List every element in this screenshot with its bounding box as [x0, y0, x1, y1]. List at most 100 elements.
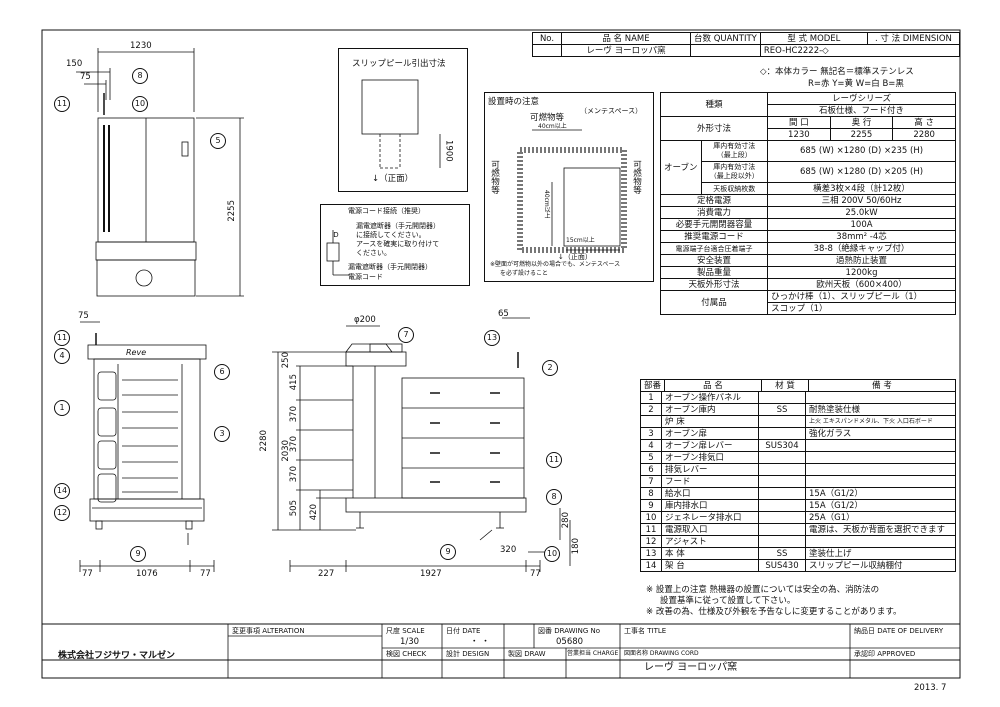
- parts-cell-name: 架 台: [661, 559, 759, 572]
- parts-cell-mat: SUS430: [758, 559, 806, 572]
- callout-8: 8: [132, 68, 148, 84]
- spec-row-label: 電源端子台適合圧着端子: [659, 242, 769, 255]
- check-label: 検図 CHECK: [386, 650, 427, 658]
- parts-header-note: 備 考: [808, 379, 956, 392]
- plate-count-value: 横差3枚×4段（計12枚）: [767, 182, 956, 195]
- spec-table: 種類 レーヴシリーズ 石板仕様、フード付き 外形寸法 間 口 奥 行 高 さ 1…: [659, 92, 956, 315]
- eff-other-value: 685 (W) ×1280 (D) ×205 (H): [767, 161, 956, 183]
- parts-cell-note: [805, 451, 956, 464]
- spec-type-value2: 石板仕様、フード付き: [767, 104, 956, 117]
- slip-peel-title: スリップピール引出寸法: [352, 59, 446, 69]
- qty-label: 台数 QUANTITY: [690, 32, 761, 45]
- accessory-value2: スコップ（1）: [767, 302, 956, 315]
- cord-text3: アースを確実に取り付けて: [356, 240, 440, 248]
- eff-top-value: 685 (W) ×1280 (D) ×235 (H): [767, 140, 956, 162]
- cord-text1: 漏電遮断器（手元開閉器）: [356, 222, 440, 230]
- parts-cell-note: [805, 475, 956, 488]
- parts-cell-no: 2: [640, 403, 662, 416]
- delivery-label: 納品日 DATE OF DELIVERY: [854, 627, 944, 635]
- parts-cell-name: オーブン庫内: [661, 403, 759, 416]
- callout-11: 11: [54, 96, 70, 112]
- draw-label: 製図 DRAW: [508, 650, 546, 658]
- parts-cell-no: 8: [640, 487, 662, 500]
- parts-cell-note: 耐熱塗装仕様: [805, 403, 956, 416]
- dim-d227: 227: [318, 569, 335, 579]
- cord-text2: に接続してください。: [356, 231, 426, 239]
- dim-h505: 505: [289, 500, 299, 517]
- callout-4: 4: [54, 348, 70, 364]
- dim-header-h: 高 さ: [892, 116, 956, 129]
- spec-row-value: 25.0kW: [767, 206, 956, 219]
- color-note-line2: R=赤 Y=黄 W=白 B=黒: [808, 79, 904, 89]
- parts-cell-no: 10: [640, 511, 662, 524]
- drawing-cord-label: 図面名称 DRAWING CORD: [624, 650, 699, 657]
- cord-label2: 電源コード: [348, 273, 383, 281]
- dim-h370b: 370: [289, 436, 299, 453]
- model-label: 型 式 MODEL: [759, 32, 868, 45]
- drawing-no-label: 図番 DRAWING No: [538, 627, 600, 635]
- parts-cell-note: [805, 391, 956, 404]
- slip-peel-box: [338, 48, 468, 192]
- parts-cell-name: 給水口: [661, 487, 759, 500]
- spec-type-value1: レーヴシリーズ: [767, 92, 956, 105]
- callout-5: 5: [210, 133, 226, 149]
- parts-cell-name: オーブン操作パネル: [661, 391, 759, 404]
- spec-row-value: 38mm² -4芯: [767, 230, 956, 243]
- parts-cell-note: [805, 535, 956, 548]
- spec-row-label: 天板外形寸法: [659, 278, 769, 291]
- install-note1: ※壁面が可燃物以外の場合でも、メンテスペース: [490, 261, 621, 268]
- parts-cell-note: スリップピール収納棚付: [805, 559, 956, 572]
- parts-cell-mat: [758, 391, 806, 404]
- parts-cell-no: 11: [640, 523, 662, 536]
- parts-cell-note: 電源は、天板か背面を選択できます: [805, 523, 956, 536]
- parts-cell-mat: [758, 511, 806, 524]
- callout-12: 12: [54, 505, 70, 521]
- parts-cell-name: 本 体: [661, 547, 759, 560]
- spec-row-value: 100A: [767, 218, 956, 231]
- dim-d77c: 77: [530, 569, 541, 579]
- parts-cell-mat: SUS304: [758, 439, 806, 452]
- dim-value-d: 2255: [829, 128, 894, 141]
- parts-cell-no: 4: [640, 439, 662, 452]
- note-line1: ※ 設置上の注意 熱機器の設置については安全の為、消防法の: [646, 585, 880, 595]
- parts-cell-mat: [758, 427, 806, 440]
- dim-d75a: 75: [80, 72, 91, 82]
- parts-cell-mat: [758, 463, 806, 476]
- install-combust-side: 可燃物等: [489, 160, 500, 194]
- plate-count-label: 天板収納枚数: [700, 182, 769, 195]
- title-label: 工事名 TITLE: [624, 627, 667, 635]
- date-label: 日付 DATE: [446, 627, 481, 635]
- parts-cell-name: ジェネレータ排水口: [661, 511, 759, 524]
- parts-cell-name: オーブン扉レバー: [661, 439, 759, 452]
- install-note2: を必ず設けること: [500, 270, 549, 277]
- color-note-line1: ◇：本体カラー 無記名＝標準ステンレス: [760, 67, 914, 77]
- parts-cell-mat: [758, 523, 806, 536]
- spec-row-label: 消費電力: [659, 206, 769, 219]
- dim-h2255: 2255: [227, 200, 237, 222]
- spec-dim-label: 外形寸法: [659, 116, 769, 141]
- product-name: レーヴ ヨーロッパ窯: [561, 44, 691, 57]
- install-d40a: 40cm以上: [538, 123, 567, 130]
- dim-h370c: 370: [289, 466, 299, 483]
- parts-cell-note: 25A（G1）: [805, 511, 956, 524]
- scale-value: 1/30: [400, 637, 420, 647]
- parts-cell-note: 塗装仕上げ: [805, 547, 956, 560]
- cord-text4: ください。: [356, 249, 391, 257]
- callout-2: 2: [542, 360, 558, 376]
- dim-h415: 415: [289, 374, 299, 391]
- cord-box: [320, 204, 470, 286]
- dim-h2280: 2280: [259, 430, 269, 452]
- accessory-value1: ひっかけ棒（1）、スリップピール（1）: [767, 290, 956, 303]
- dim-d77a: 77: [82, 569, 93, 579]
- install-box: [484, 92, 654, 282]
- install-maint: （メンテスペース）: [580, 107, 643, 115]
